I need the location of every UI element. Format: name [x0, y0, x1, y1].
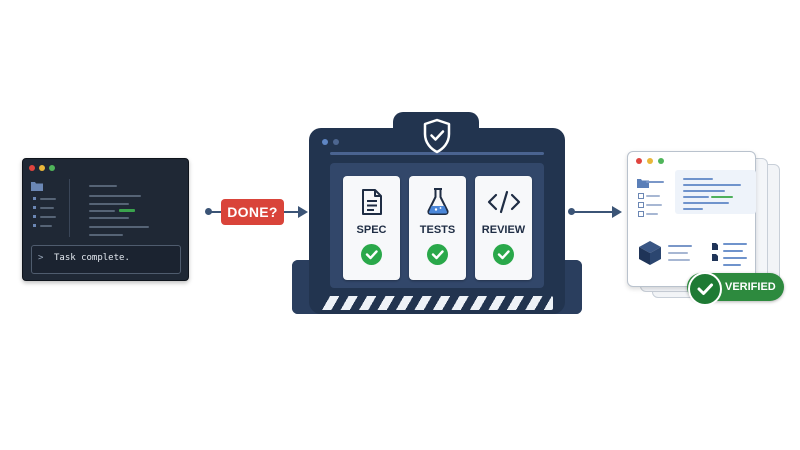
file-line — [646, 195, 660, 197]
file-line — [40, 207, 54, 209]
code-panel — [675, 170, 756, 214]
verified-window — [627, 151, 756, 287]
gate-rail — [330, 152, 544, 155]
arrowhead-icon — [298, 206, 308, 218]
shield-check-icon — [423, 118, 451, 154]
review-card: REVIEW — [475, 176, 532, 280]
detail-line — [668, 245, 692, 247]
detail-line — [723, 257, 747, 259]
code-icon — [487, 190, 521, 214]
verified-label: VERIFIED — [725, 281, 776, 293]
maximize-dot — [49, 165, 55, 171]
detail-line — [723, 243, 747, 245]
verified-check-icon — [688, 272, 722, 306]
code-line — [683, 184, 741, 186]
arrowhead-icon — [612, 206, 622, 218]
detail-line — [668, 252, 688, 254]
spec-card: SPEC — [343, 176, 400, 280]
maximize-dot — [658, 158, 664, 164]
file-icon — [33, 215, 36, 218]
cube-icon — [639, 241, 661, 265]
document-icon — [362, 189, 382, 215]
code-line — [683, 196, 709, 198]
detail-line — [723, 264, 741, 266]
terminal-window: > Task complete. — [22, 158, 189, 281]
flask-icon — [427, 188, 449, 215]
connector-line — [284, 211, 302, 213]
terminal-output: > Task complete. — [31, 245, 181, 274]
indicator-dot — [333, 139, 339, 145]
divider — [69, 179, 70, 237]
check-icon — [493, 244, 514, 265]
minimize-dot — [39, 165, 45, 171]
folder-icon — [31, 182, 43, 191]
review-label: REVIEW — [481, 224, 526, 236]
file-icon — [712, 243, 718, 261]
file-line — [646, 213, 658, 215]
file-icon — [638, 211, 644, 217]
check-icon — [361, 244, 382, 265]
code-line — [89, 226, 149, 228]
code-line — [89, 217, 129, 219]
file-line — [40, 198, 56, 200]
prompt-symbol: > — [38, 253, 44, 263]
code-line — [683, 202, 729, 204]
file-icon — [638, 202, 644, 208]
code-highlight — [711, 196, 733, 198]
code-highlight — [119, 209, 135, 212]
check-icon — [427, 244, 448, 265]
code-line — [683, 208, 703, 210]
file-icon — [638, 193, 644, 199]
file-line — [646, 181, 664, 183]
close-dot — [636, 158, 642, 164]
code-line — [89, 195, 141, 197]
connector-start-dot — [568, 208, 575, 215]
file-icon — [33, 224, 36, 227]
detail-line — [668, 259, 690, 261]
hazard-stripes — [321, 296, 553, 310]
code-line — [89, 203, 129, 205]
code-line — [89, 185, 117, 187]
minimize-dot — [647, 158, 653, 164]
file-icon — [33, 206, 36, 209]
tests-card: TESTS — [409, 176, 466, 280]
code-line — [89, 234, 123, 236]
terminal-message: Task complete. — [54, 253, 130, 263]
connector-line — [573, 211, 615, 213]
indicator-dot — [322, 139, 328, 145]
file-line — [646, 204, 662, 206]
code-line — [683, 178, 713, 180]
file-line — [40, 225, 52, 227]
code-line — [89, 210, 115, 212]
folder-icon — [637, 179, 649, 188]
connector-line — [210, 211, 222, 213]
code-line — [683, 190, 725, 192]
spec-label: SPEC — [356, 224, 387, 236]
done-question-badge: DONE? — [221, 199, 284, 225]
connector-start-dot — [205, 208, 212, 215]
close-dot — [29, 165, 35, 171]
file-line — [40, 216, 56, 218]
detail-line — [723, 250, 743, 252]
file-icon — [33, 197, 36, 200]
tests-label: TESTS — [419, 224, 456, 236]
